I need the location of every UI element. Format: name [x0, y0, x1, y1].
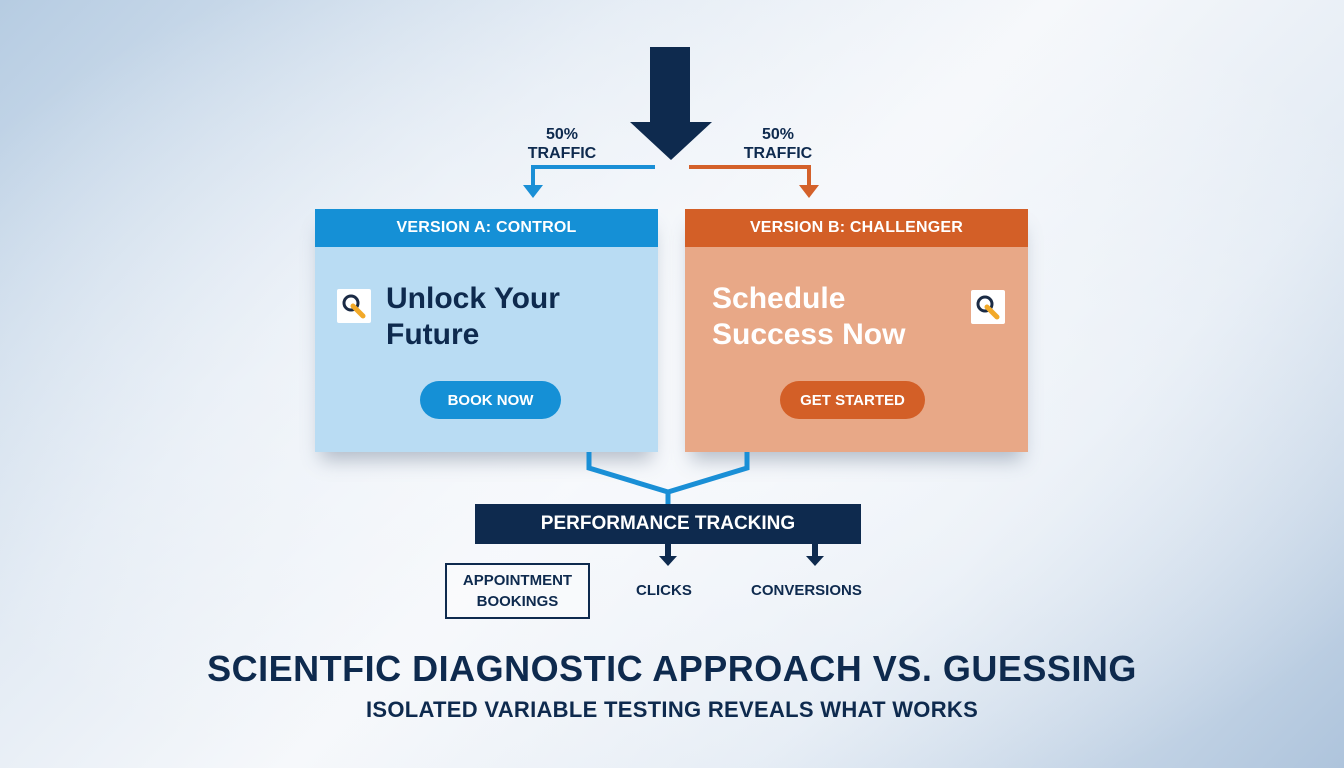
headline-line-1: Unlock Your — [386, 282, 560, 315]
page-title: SCIENTFIC DIAGNOSTIC APPROACH VS. GUESSI… — [207, 648, 1137, 689]
headline-line-2: Future — [386, 318, 480, 351]
arrow-down-conversions-icon — [806, 556, 824, 566]
traffic-word-a: TRAFFIC — [527, 145, 597, 162]
split-line-b-drop — [807, 165, 811, 187]
traffic-percent-b: 50% — [761, 126, 795, 143]
get-started-button[interactable]: GET STARTED — [780, 381, 925, 419]
metric-label-line-1: APPOINTMENT — [462, 572, 573, 589]
page-subtitle: ISOLATED VARIABLE TESTING REVEALS WHAT W… — [365, 697, 979, 722]
split-line-b — [689, 165, 811, 169]
search-key-icon — [971, 290, 1005, 324]
version-b-header: VERSION B: CHALLENGER — [685, 209, 1028, 247]
merge-connector — [586, 452, 750, 506]
traffic-percent-a: 50% — [545, 126, 579, 143]
book-now-button[interactable]: BOOK NOW — [420, 381, 561, 419]
headline-line-1: Schedule — [712, 282, 846, 315]
traffic-label-a: 50% TRAFFIC — [512, 125, 612, 163]
metric-appointment-bookings: APPOINTMENT BOOKINGS — [445, 563, 590, 619]
metric-clicks: CLICKS — [636, 582, 692, 599]
conversions-arrow-shaft — [812, 544, 818, 556]
clicks-arrow-shaft — [665, 544, 671, 556]
split-line-a-drop — [531, 165, 535, 187]
headline-line-2: Success Now — [712, 318, 906, 351]
metric-conversions: CONVERSIONS — [751, 582, 862, 599]
incoming-traffic-arrow-icon — [630, 122, 712, 160]
version-b-headline: Schedule Success Now — [712, 281, 905, 353]
arrow-down-clicks-icon — [659, 556, 677, 566]
version-a-headline: Unlock Your Future — [386, 281, 560, 353]
metric-label-line-2: BOOKINGS — [476, 593, 559, 610]
arrow-down-a-icon — [523, 185, 543, 198]
version-a-card: VERSION A: CONTROL Unlock Your Future BO… — [315, 209, 658, 452]
traffic-label-b: 50% TRAFFIC — [728, 125, 828, 163]
traffic-word-b: TRAFFIC — [743, 145, 813, 162]
performance-tracking-bar: PERFORMANCE TRACKING — [475, 504, 861, 544]
incoming-traffic-arrow-shaft — [650, 47, 690, 125]
version-b-card: VERSION B: CHALLENGER Schedule Success N… — [685, 209, 1028, 452]
split-line-a — [531, 165, 655, 169]
version-a-header: VERSION A: CONTROL — [315, 209, 658, 247]
arrow-down-b-icon — [799, 185, 819, 198]
search-key-icon — [337, 289, 371, 323]
